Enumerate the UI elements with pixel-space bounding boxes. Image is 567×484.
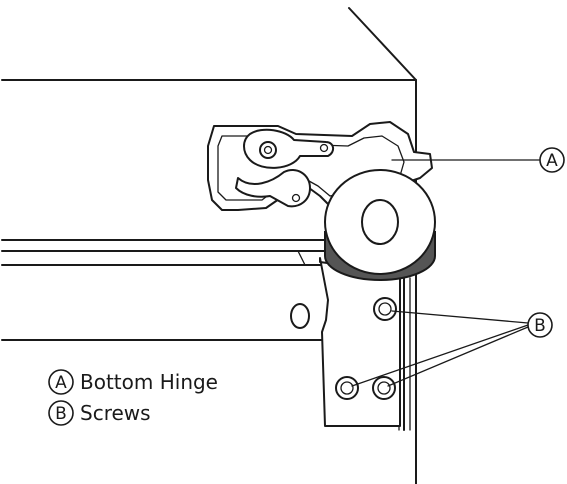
legend-item-a: A Bottom Hinge (48, 369, 218, 395)
callout-a: A (539, 147, 565, 173)
screw-bottom-right (372, 376, 396, 400)
rail-hole (290, 303, 310, 329)
callout-b-letter: B (534, 316, 546, 336)
cabinet-body (1, 7, 417, 484)
legend: A Bottom Hinge B Screws (48, 369, 218, 426)
hinge-plate (319, 257, 401, 427)
callout-a-letter: A (546, 151, 558, 171)
legend-item-b-text: Screws (80, 401, 151, 425)
callout-b: B (527, 312, 553, 338)
legend-item-a-text: Bottom Hinge (80, 370, 218, 394)
screw-top (373, 297, 397, 321)
door-rails (1, 239, 326, 341)
hinge-roller (324, 169, 436, 281)
leader-lines (351, 159, 540, 387)
legend-item-b: B Screws (48, 400, 151, 426)
legend-item-a-letter: A (55, 373, 67, 393)
screw-bottom-left (335, 376, 359, 400)
legend-item-b-letter: B (55, 404, 67, 424)
